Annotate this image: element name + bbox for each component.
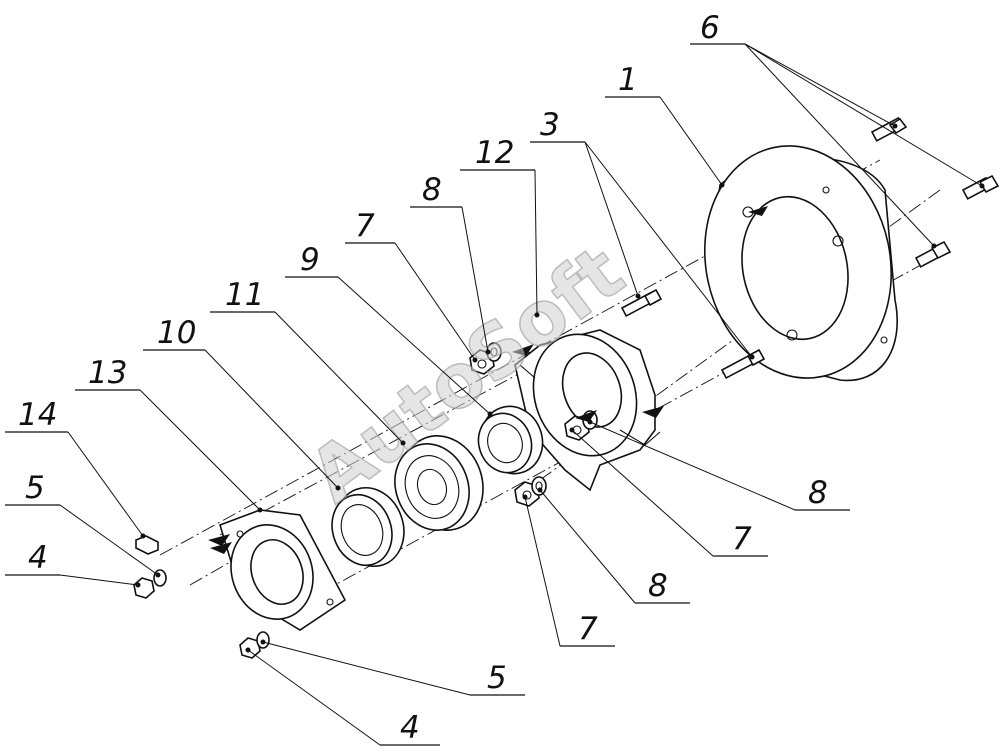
callout-7-right: 7	[569, 427, 768, 557]
cover-part-13	[219, 509, 347, 631]
nut-part-4a	[133, 577, 155, 599]
bearing-housing-part-12	[514, 329, 661, 492]
callout-label-8-top: 8	[422, 172, 442, 208]
washer-part-8a	[486, 342, 502, 362]
callout-label-5-bottom: 5	[487, 660, 507, 696]
callout-label-3: 3	[540, 107, 560, 143]
ball-bearing-part-11	[394, 435, 484, 531]
callout-layer: 6 1 3 12 8	[5, 10, 985, 746]
callout-1: 1	[605, 62, 725, 188]
callout-4-bottom: 4	[245, 647, 440, 746]
callout-6: 6	[690, 10, 985, 249]
callout-label-4-bottom: 4	[400, 710, 420, 746]
callout-label-6: 6	[700, 10, 720, 46]
callout-label-7-bottom: 7	[578, 611, 598, 647]
callout-label-9: 9	[300, 242, 320, 278]
callout-label-1: 1	[618, 62, 638, 98]
callout-5-bottom: 5	[260, 639, 525, 696]
callout-label-7-top: 7	[355, 208, 375, 244]
callout-label-4-left: 4	[28, 540, 48, 576]
callout-label-8-right: 8	[808, 475, 828, 511]
callout-9: 9	[285, 242, 493, 417]
callout-11: 11	[210, 277, 406, 446]
callout-label-12: 12	[475, 135, 514, 171]
callout-label-13: 13	[88, 355, 127, 391]
callout-8-bottom: 8	[537, 487, 690, 604]
callout-label-8-bottom: 8	[648, 568, 668, 604]
callout-10: 10	[143, 315, 341, 491]
callout-7-top: 7	[345, 208, 478, 363]
assembly-arrows	[208, 206, 768, 554]
grease-nipple-part-14	[135, 535, 159, 555]
washer-part-5a	[153, 569, 167, 587]
bolt-part-6b	[961, 174, 1000, 200]
seal-ring-part-9	[477, 405, 544, 475]
bolt-part-3a	[620, 288, 663, 318]
callout-label-5-left: 5	[25, 470, 45, 506]
bolt-part-6c	[914, 240, 952, 268]
callout-13: 13	[75, 355, 263, 513]
callout-label-11: 11	[225, 277, 264, 313]
callout-14: 14	[5, 397, 146, 539]
callout-5-left: 5	[5, 470, 161, 578]
washer-part-8c	[531, 476, 547, 496]
callout-12: 12	[460, 135, 540, 318]
callout-4-left: 4	[5, 540, 141, 588]
nut-part-4b	[239, 637, 261, 659]
callout-3: 3	[530, 107, 755, 360]
callout-label-14: 14	[18, 397, 57, 433]
callout-8-right: 8	[587, 419, 850, 511]
callout-label-10: 10	[157, 315, 196, 351]
callout-label-7-right: 7	[732, 521, 752, 557]
callout-7-bottom: 7	[522, 494, 615, 647]
spacer-ring-part-10	[331, 486, 405, 568]
callout-8-top: 8	[410, 172, 491, 355]
bolt-part-3b	[720, 348, 766, 380]
flange-ring-part-1	[703, 145, 898, 382]
